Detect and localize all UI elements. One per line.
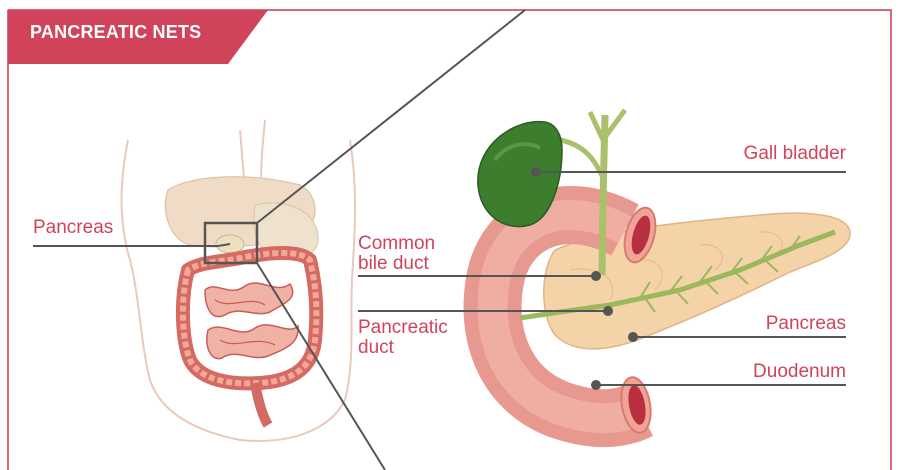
label-pancreas-right: Pancreas [700,314,846,334]
label-duodenum: Duodenum [700,362,846,382]
label-common-bile-duct-line1: Common [358,234,435,254]
label-pancreas-left: Pancreas [33,218,113,238]
abdomen-illustration [122,120,356,441]
label-pancreatic-duct-line1: Pancreatic [358,318,448,338]
label-common-bile-duct-line2: bile duct [358,254,429,274]
header-title: PANCREATIC NETS [30,22,201,43]
label-gall-bladder: Gall bladder [700,144,846,164]
label-pancreatic-duct-line2: duct [358,338,394,358]
